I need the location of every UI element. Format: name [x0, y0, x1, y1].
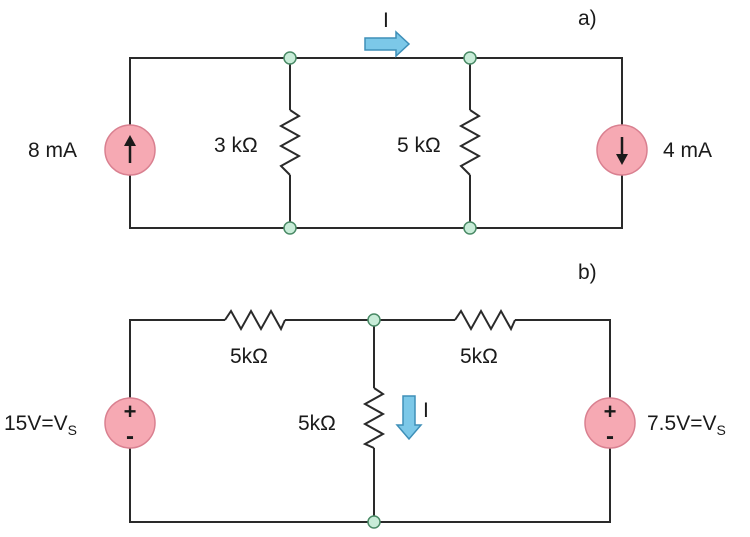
current-label-a: I — [383, 9, 389, 32]
resistor-5k — [458, 109, 482, 176]
current-arrow-right-icon — [364, 30, 411, 58]
node — [367, 313, 381, 327]
source-right-label: 4 mA — [663, 139, 712, 162]
resistor-top-left — [224, 308, 286, 332]
voltage-source-left: + - — [104, 397, 156, 450]
node — [367, 515, 381, 529]
voltage-source-right: + - — [584, 397, 636, 450]
plus-icon: + — [604, 399, 617, 424]
circuit-a-top-wire — [129, 57, 623, 148]
circuit-a-wires — [129, 57, 623, 229]
minus-icon: - — [126, 423, 134, 450]
current-source-4ma — [596, 124, 648, 176]
source-right-value: 7.5V=V — [647, 412, 716, 435]
source-right-subscript: S — [716, 422, 725, 438]
resistor-middle — [362, 387, 386, 449]
resistor-top-right-label: 5kΩ — [460, 345, 498, 368]
minus-icon: - — [606, 423, 614, 450]
circuit-b-label: b) — [578, 261, 597, 284]
source-circle — [104, 397, 156, 449]
resistor-3k — [278, 109, 302, 176]
current-arrow-down-icon — [395, 395, 423, 441]
node — [463, 51, 477, 65]
node — [283, 221, 297, 235]
source-right-label: 7.5V=VS — [647, 412, 726, 438]
circuit-a: a) I — [28, 7, 712, 235]
plus-icon: + — [124, 399, 137, 424]
circuit-a-bottom-wire — [129, 172, 623, 229]
current-label-b: I — [423, 399, 429, 422]
current-source-8ma — [104, 124, 156, 176]
source-left-subscript: S — [68, 422, 77, 438]
circuit-b: b) + - + - I — [4, 261, 726, 529]
right-top-wire — [515, 319, 611, 398]
source-left-value: 15V=V — [4, 412, 68, 435]
resistor-top-right — [454, 308, 516, 332]
resistor-middle-label: 5kΩ — [298, 412, 336, 435]
source-left-label: 15V=VS — [4, 412, 77, 438]
source-left-label: 8 mA — [28, 139, 77, 162]
node — [463, 221, 477, 235]
source-circle — [584, 397, 636, 449]
arrow-up-head-icon — [124, 135, 136, 146]
resistor-top-left-label: 5kΩ — [230, 345, 268, 368]
left-top-wire — [129, 319, 225, 398]
resistor-1-label: 3 kΩ — [214, 134, 258, 157]
circuit-a-label: a) — [578, 7, 597, 30]
node — [283, 51, 297, 65]
bottom-wire — [129, 448, 611, 523]
resistor-2-label: 5 kΩ — [397, 134, 441, 157]
arrow-down-head-icon — [616, 154, 628, 165]
